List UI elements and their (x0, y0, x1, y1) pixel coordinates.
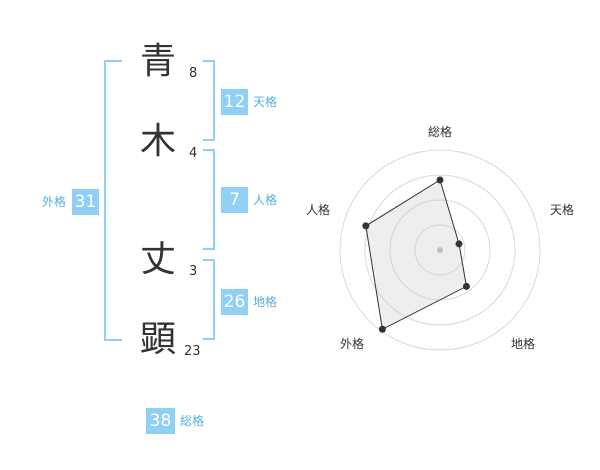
tenkaku-value: 12 (223, 92, 246, 112)
name-char-4: 顕 (140, 319, 177, 360)
jinkaku-badge: 7 (221, 187, 248, 213)
stroke-count-3: 3 (189, 264, 198, 279)
radar-axis-label-tenkaku: 天格 (550, 203, 575, 217)
name-char-3: 丈 (140, 239, 177, 280)
stroke-count-1: 8 (189, 66, 198, 81)
radar-point-2 (455, 240, 463, 248)
radar-point-4 (378, 325, 386, 333)
gaikaku-bracket (104, 60, 122, 341)
gaikaku-badge: 31 (72, 189, 99, 215)
gaikaku-label: 外格 (42, 195, 67, 209)
name-char-1: 青 (140, 41, 177, 82)
chikaku-value: 26 (223, 292, 246, 312)
radar-axis-label-jinkaku: 人格 (306, 203, 331, 217)
radar-axis-label-gaikaku: 外格 (340, 337, 365, 351)
radar-point-1 (436, 176, 444, 184)
radar-point-3 (462, 282, 470, 290)
radar-center (437, 247, 443, 253)
chikaku-bracket (203, 259, 215, 340)
radar-ring (339, 149, 541, 351)
gaikaku-value: 31 (74, 192, 97, 212)
chikaku-label: 地格 (253, 295, 278, 309)
radar-point-5 (362, 222, 370, 230)
name-char-2: 木 (140, 121, 177, 162)
soukaku-value: 38 (149, 411, 172, 431)
tenkaku-badge: 12 (221, 89, 248, 115)
tenkaku-label: 天格 (253, 95, 278, 109)
radar-axis-label-chikaku: 地格 (511, 337, 536, 351)
stroke-count-4: 23 (184, 344, 201, 359)
jinkaku-value: 7 (229, 190, 240, 210)
soukaku-label: 総格 (180, 414, 205, 428)
radar-axis-label-soukaku: 総格 (428, 125, 453, 139)
soukaku-badge: 38 (146, 408, 175, 434)
stroke-count-2: 4 (189, 146, 198, 161)
chikaku-badge: 26 (221, 289, 248, 315)
tenkaku-bracket (203, 60, 215, 141)
jinkaku-bracket (203, 149, 215, 250)
radar-polygon (365, 179, 468, 331)
jinkaku-label: 人格 (253, 193, 278, 207)
radar-ring (364, 174, 516, 326)
radar-ring (414, 224, 466, 276)
